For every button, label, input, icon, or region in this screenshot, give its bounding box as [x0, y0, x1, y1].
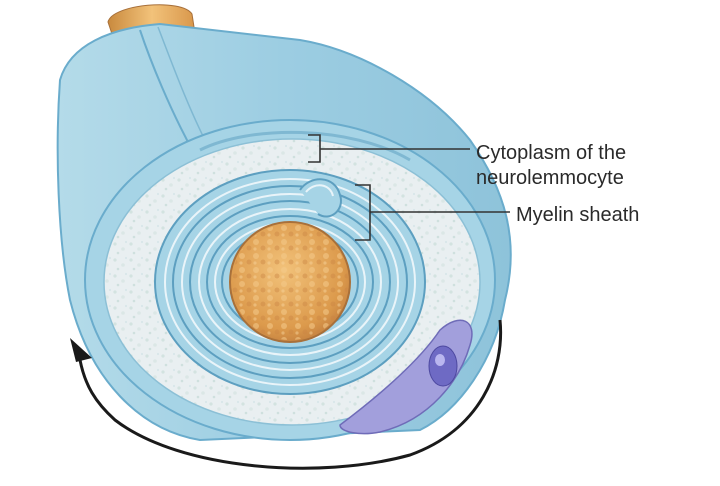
cytoplasm-label: Cytoplasm of the neurolemmocyte: [476, 141, 626, 191]
leader-lines: [308, 134, 510, 241]
curved-arrow-icon: [70, 319, 503, 470]
cytoplasm-label-line1: Cytoplasm of the: [476, 142, 627, 164]
nucleus-icon: [428, 345, 458, 387]
myelin-sheath-label: Myelin sheath: [516, 204, 640, 226]
cytoplasm-label-line2: neurolemmocyte: [476, 167, 624, 189]
sheath-fold: [139, 29, 196, 156]
